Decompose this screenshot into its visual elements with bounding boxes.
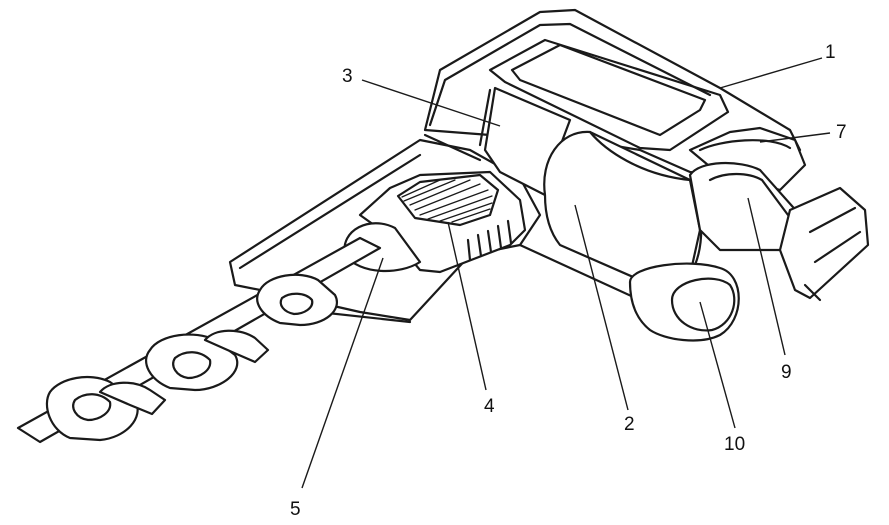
callout-4: 4 [484,396,495,417]
latch-assembly [688,126,870,302]
callout-7: 7 [836,122,847,143]
callout-5: 5 [290,499,301,520]
leader-lines [301,57,831,489]
hook-retainer [343,222,422,273]
callout-9: 9 [781,362,792,383]
callouts: 1 2 3 4 5 7 9 10 [290,42,847,520]
callout-1: 1 [825,42,836,63]
ring-clamp [628,262,740,342]
callout-2: 2 [624,414,635,435]
callout-10: 10 [724,434,745,455]
callout-3: 3 [342,66,353,87]
chain [16,236,382,444]
